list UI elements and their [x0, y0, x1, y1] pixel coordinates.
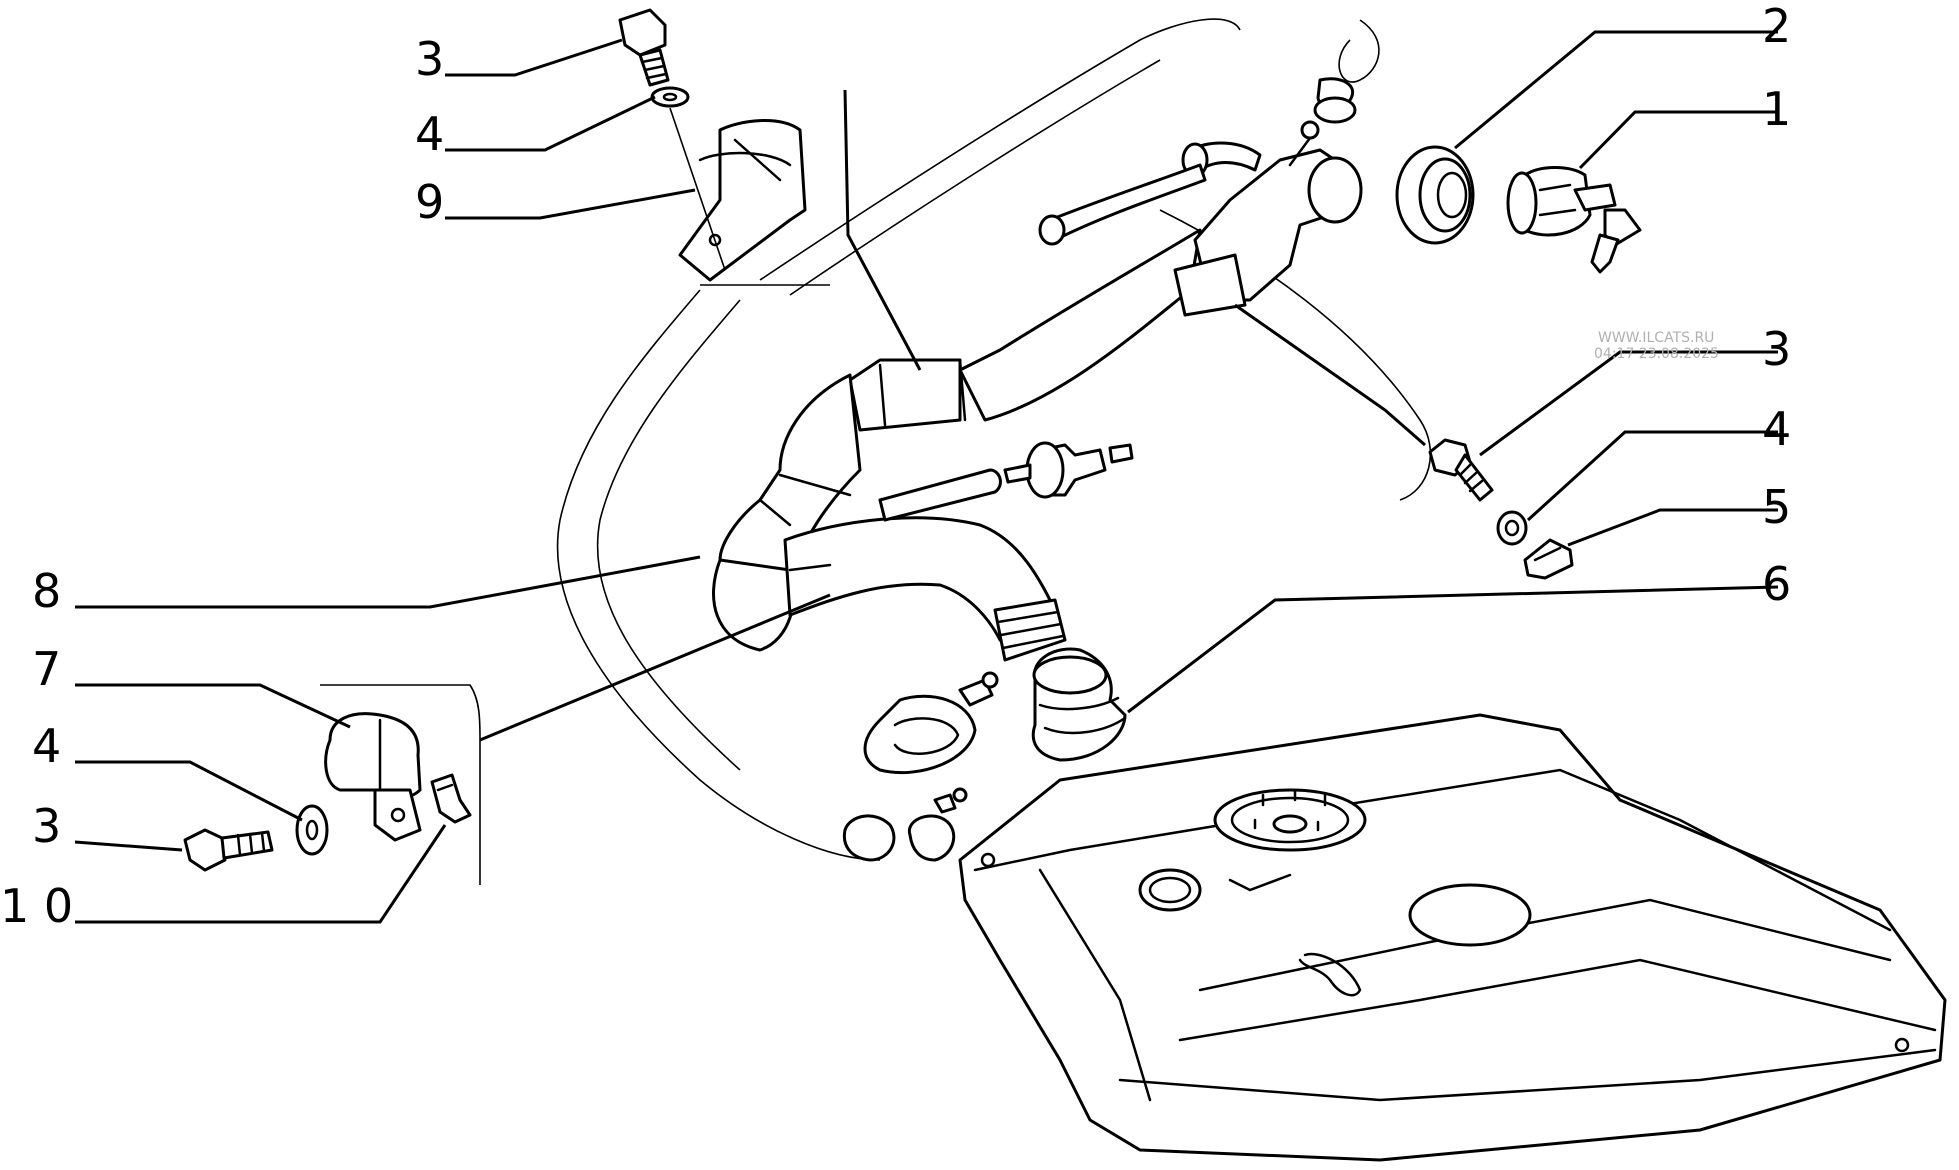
callout-4-right: 4 [1762, 402, 1791, 456]
part-left-bracket [324, 712, 422, 842]
part-left-clip [430, 773, 472, 824]
part-grommet [1395, 145, 1475, 245]
callout-1: 1 [1762, 82, 1791, 136]
part-right-bolt [1428, 438, 1494, 502]
part-top-bracket [669, 107, 807, 282]
callout-3-right: 3 [1762, 322, 1791, 376]
filler-hose-assembly [712, 77, 1363, 662]
part-left-washer [295, 804, 329, 856]
callout-7: 7 [32, 642, 61, 696]
callout-6: 6 [1762, 557, 1791, 611]
callout-10: 1 0 [0, 879, 73, 933]
leader-lines [74, 30, 1779, 924]
callout-2: 2 [1762, 0, 1791, 53]
callouts: 1 2 3 4 9 3 4 5 6 8 7 4 3 1 0 [0, 0, 1791, 933]
part-right-washer [1496, 510, 1528, 546]
watermark-line-2: 04:17 23.08.2025 [1594, 346, 1719, 362]
part-top-washer [650, 86, 690, 108]
callout-9: 9 [415, 175, 444, 229]
part-top-bolt [618, 8, 670, 87]
fuel-tank [958, 713, 1947, 1162]
watermark-line-1: WWW.ILCATS.RU [1598, 330, 1714, 346]
callout-4-left: 4 [32, 719, 61, 773]
part-rubber-boot [1031, 647, 1127, 762]
callout-8: 8 [32, 564, 61, 618]
part-right-clip [1523, 538, 1574, 580]
callout-3-left: 3 [32, 799, 61, 853]
part-lock-cylinder [1506, 166, 1642, 274]
lower-clip-and-pipe [842, 671, 999, 862]
callout-4-top: 4 [415, 107, 444, 161]
watermark: WWW.ILCATS.RU 04:17 23.08.2025 [1594, 330, 1719, 362]
part-left-bolt [183, 828, 274, 872]
callout-5: 5 [1762, 480, 1791, 534]
callout-3-top: 3 [415, 32, 444, 86]
